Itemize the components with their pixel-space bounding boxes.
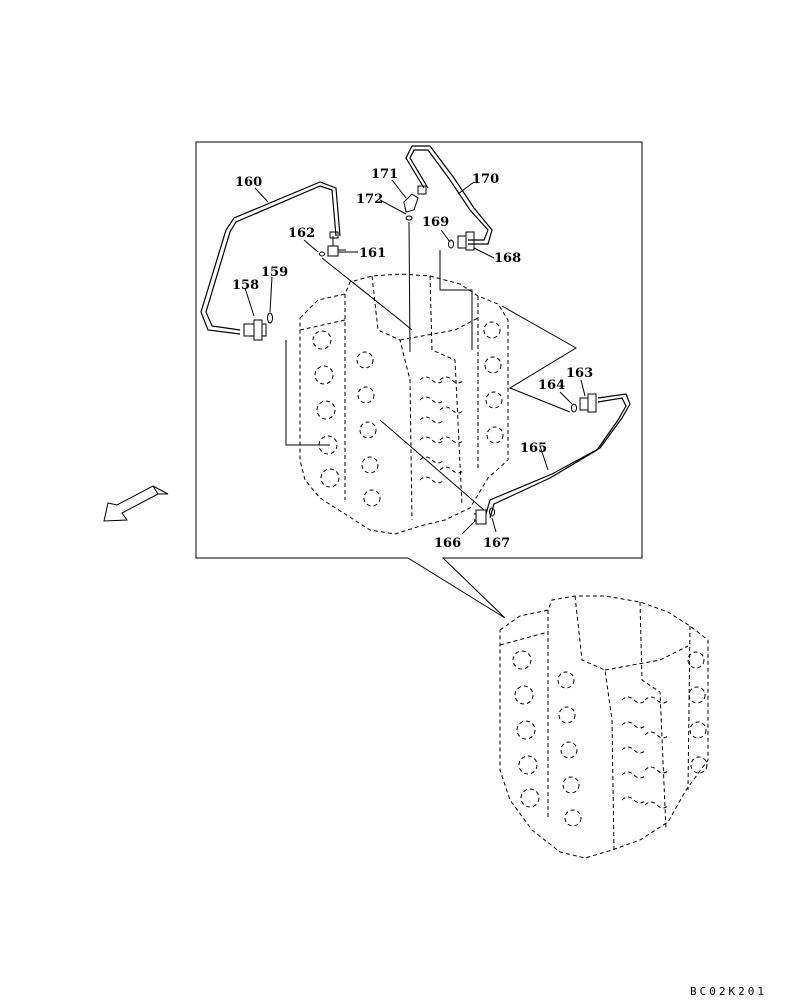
label-167: 167	[483, 536, 510, 551]
pipe-170	[405, 145, 493, 245]
leader-lines	[244, 179, 586, 535]
fitting-166	[474, 509, 487, 525]
o-ring-159	[267, 312, 273, 324]
detail-callout-frame	[195, 141, 643, 619]
label-165: 165	[520, 441, 547, 456]
fitting-161	[327, 231, 346, 257]
label-161: 161	[359, 246, 386, 261]
o-ring-167	[489, 507, 495, 517]
label-169: 169	[422, 215, 449, 230]
fitting-158	[243, 319, 267, 341]
label-158: 158	[232, 278, 259, 293]
label-172: 172	[356, 192, 383, 207]
connection-lines	[285, 221, 577, 511]
label-171: 171	[371, 167, 398, 182]
label-159: 159	[261, 265, 288, 280]
label-164: 164	[538, 378, 565, 393]
label-168: 168	[494, 251, 521, 266]
fitting-168	[457, 231, 475, 251]
o-ring-164	[571, 403, 577, 413]
o-ring-169	[448, 239, 454, 249]
arrow-down-left-icon	[103, 485, 169, 522]
o-ring-162	[319, 251, 325, 257]
control-valve-detail	[299, 273, 509, 535]
drawing-code: BC02K201	[690, 985, 767, 998]
label-170: 170	[472, 172, 499, 187]
label-166: 166	[434, 536, 461, 551]
control-valve-overview	[499, 595, 709, 859]
label-160: 160	[235, 175, 262, 190]
fitting-163	[579, 393, 597, 413]
label-163: 163	[566, 366, 593, 381]
fitting-171	[403, 185, 427, 213]
label-162: 162	[288, 226, 315, 241]
pipe-165	[485, 393, 631, 519]
o-ring-172	[405, 215, 413, 221]
pipe-160	[200, 181, 341, 335]
